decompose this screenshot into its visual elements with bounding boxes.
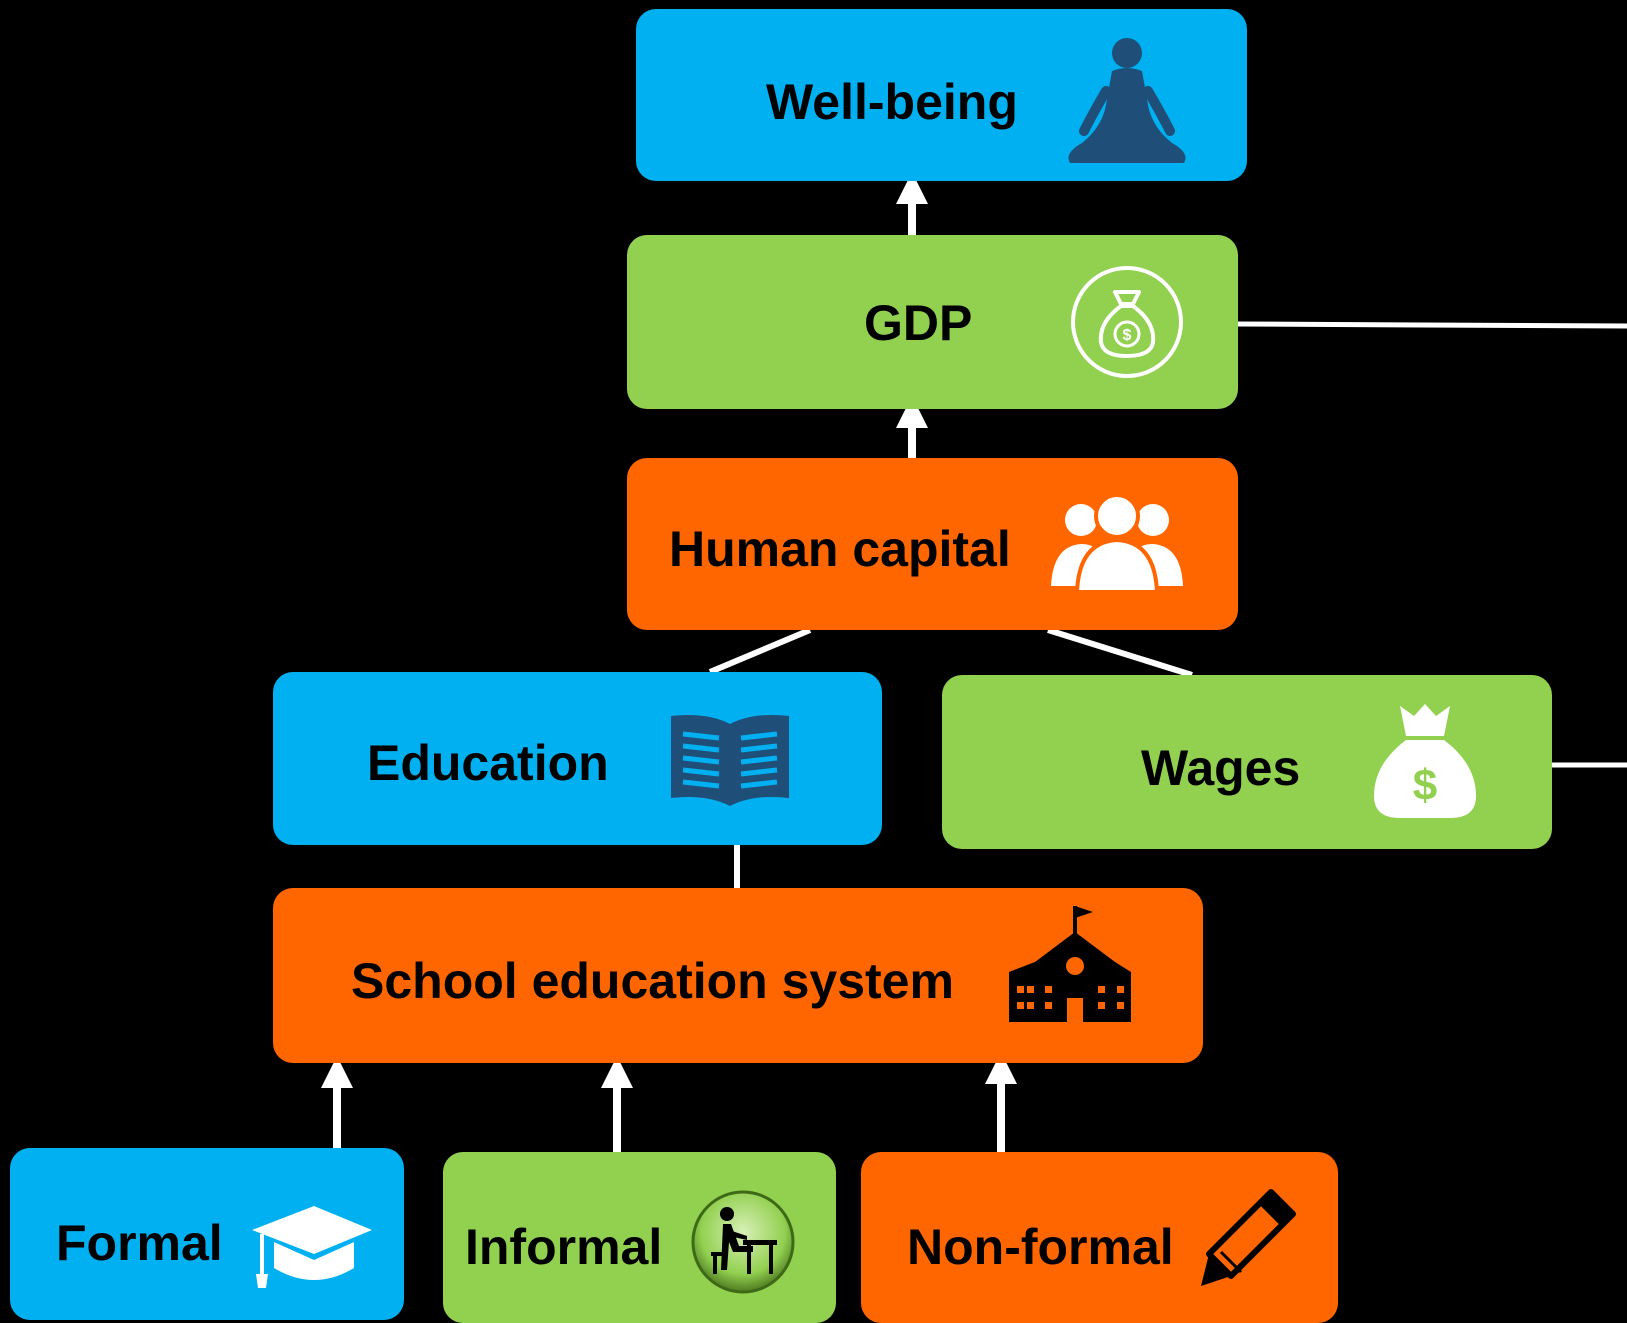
edge-gdp-to-right (1236, 321, 1627, 329)
node-education: Education (273, 672, 882, 845)
node-school-system-label: School education system (351, 953, 954, 1009)
node-wellbeing: Well-being (636, 9, 1247, 181)
svg-text:$: $ (1413, 761, 1437, 810)
node-wages-label: Wages (1141, 740, 1301, 796)
node-gdp-label: GDP (864, 295, 973, 351)
meditation-icon (1062, 35, 1192, 171)
money-bag-circle-icon: $ (1069, 264, 1185, 380)
svg-text:$: $ (1123, 327, 1132, 344)
student-desk-icon (689, 1188, 797, 1296)
node-school-system: School education system (273, 888, 1203, 1063)
school-building-icon (1005, 902, 1135, 1032)
graduation-cap-icon (248, 1202, 374, 1292)
node-formal-label: Formal (56, 1215, 223, 1271)
open-book-icon (667, 710, 793, 810)
edge-education-to-human (708, 627, 812, 675)
node-nonformal-label: Non-formal (907, 1219, 1174, 1275)
node-nonformal: Non-formal (861, 1152, 1338, 1323)
node-informal: Informal (443, 1152, 836, 1323)
edge-wages-to-human (1047, 627, 1193, 678)
node-formal: Formal (10, 1148, 404, 1320)
node-gdp: GDP $ (627, 235, 1238, 409)
node-informal-label: Informal (465, 1219, 663, 1275)
node-human-capital: Human capital (627, 458, 1238, 630)
people-group-icon (1047, 494, 1187, 594)
node-education-label: Education (367, 735, 609, 791)
node-wellbeing-label: Well-being (766, 74, 1018, 130)
node-wages: Wages $ (942, 675, 1552, 849)
node-human-capital-label: Human capital (669, 521, 1011, 577)
pencil-icon (1197, 1186, 1297, 1290)
money-bag-icon: $ (1370, 700, 1480, 822)
